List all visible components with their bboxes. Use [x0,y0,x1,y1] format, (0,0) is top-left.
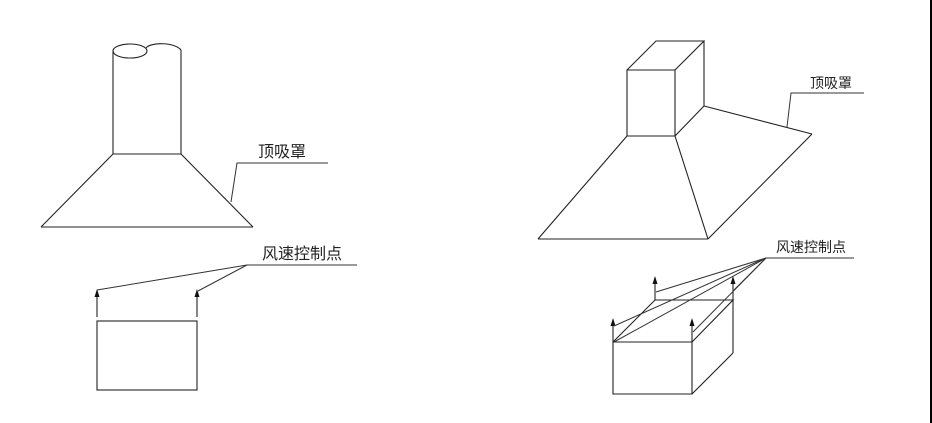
control-leader-line [655,257,767,293]
hood-label: 顶吸罩 [258,142,306,161]
control-point-label: 风速控制点 [262,244,342,263]
control-leader-line [613,257,767,343]
control-point-label: 风速控制点 [776,240,846,256]
hood-left-slope [40,153,114,228]
box-front-face [612,341,693,395]
hood-front-right-edge [674,135,709,240]
arrow-up-icon [730,276,736,284]
duct-top-face [626,40,706,71]
arrow-up-icon [94,289,100,297]
hood-back-right-slope [703,105,813,135]
duct-base-diagonal [674,105,705,137]
duct-top-break-curve [145,43,182,51]
hood-bottom-right-edge [707,133,813,240]
arrow-up-icon [610,318,616,326]
right-opening: 风速控制点 [610,240,854,395]
arrow-up-icon [689,318,695,326]
control-leader-line [197,264,248,292]
control-leader-line [613,257,767,327]
hood-leader-line [786,92,864,128]
arrow-up-icon [652,276,658,284]
left-opening: 风速控制点 [94,244,357,391]
hood-right-slope [180,153,254,228]
hood-leader-line [230,162,328,203]
box-top-face [612,299,735,343]
right-border [930,0,932,423]
arrow-up-icon [194,289,200,297]
control-leader-line [96,264,248,291]
box-right-bottom-edge [691,352,734,395]
control-leader-line [733,257,767,291]
hood-left-slope [537,135,628,240]
duct-top-ellipse [112,43,148,59]
right-hood: 顶吸罩 [537,40,864,240]
hood-label: 顶吸罩 [810,76,852,92]
opening-rectangle [96,320,198,391]
duct-front-face [626,69,676,137]
left-hood: 顶吸罩 [40,43,328,228]
